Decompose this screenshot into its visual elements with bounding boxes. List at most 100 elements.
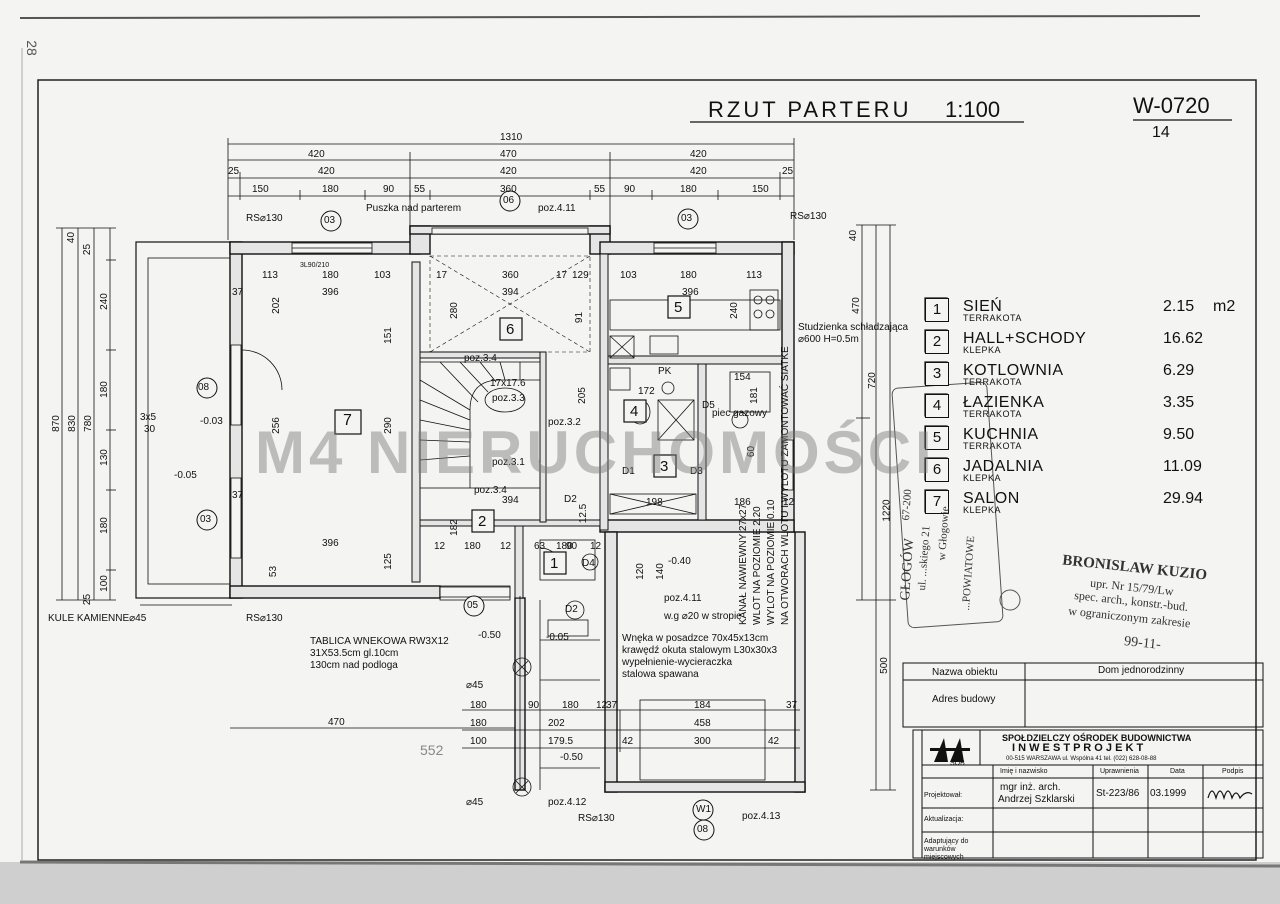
door-mark: D1 bbox=[622, 466, 635, 477]
dim-label: 42 bbox=[768, 736, 780, 747]
dim-label: 25 bbox=[82, 593, 94, 606]
drawing-scale: 1:100 bbox=[945, 97, 1001, 122]
room-row: 1 SIEŃ TERRAKOTA 2.15 m2 bbox=[925, 298, 1245, 330]
dim-label: 90 bbox=[383, 184, 395, 195]
room-material: TERRAKOTA bbox=[963, 377, 1022, 387]
row-adapt: Adaptujący do warunków miejscowych bbox=[924, 838, 969, 861]
dim-label: 53 bbox=[268, 565, 280, 578]
col-header-sign: Podpis bbox=[1222, 768, 1244, 775]
room-area: 2.15 bbox=[1163, 298, 1195, 315]
col-header-date: Data bbox=[1170, 768, 1185, 775]
dim-label: 394 bbox=[502, 495, 519, 506]
annotation: poz.3.3 bbox=[492, 393, 525, 404]
dim-label: 113 bbox=[262, 270, 278, 281]
dim-label: 25 bbox=[782, 166, 794, 177]
drawing-number: W-0720 bbox=[1133, 93, 1210, 118]
annotation: 552 bbox=[420, 742, 444, 758]
dim-label: 120 bbox=[634, 563, 646, 580]
dim-label: 55 bbox=[414, 184, 426, 195]
dim-label: 179.5 bbox=[548, 736, 574, 747]
dim-label: 180 bbox=[322, 184, 339, 195]
dim-label: 470 bbox=[850, 297, 862, 314]
door-mark: D5 bbox=[702, 400, 715, 411]
room-row: 2 HALL+SCHODY KLEPKA 16.62 bbox=[925, 330, 1245, 362]
dim-label: 180 bbox=[562, 700, 579, 711]
room-area: 11.09 bbox=[1163, 458, 1202, 475]
room-area: 16.62 bbox=[1163, 330, 1204, 347]
room-no: 3 bbox=[925, 362, 949, 386]
row-update: Aktualizacja: bbox=[924, 816, 964, 823]
sob-logo bbox=[930, 738, 970, 762]
door-mark: D3 bbox=[690, 466, 703, 477]
office-stamp-text: 67-200 bbox=[900, 488, 915, 521]
dim-label: 396 bbox=[322, 538, 339, 549]
room-row: 3 KOTLOWNIA TERRAKOTA 6.29 bbox=[925, 362, 1245, 394]
dim-label: 42 bbox=[622, 736, 634, 747]
dim-label: 420 bbox=[500, 166, 517, 177]
dim-label: 17 bbox=[556, 270, 568, 281]
room-schedule: 1 SIEŃ TERRAKOTA 2.15 m2 2 HALL+SCHODY K… bbox=[925, 298, 1245, 522]
dim-label: 500 bbox=[878, 657, 890, 674]
exterior-walls bbox=[229, 225, 806, 793]
annotation: 30 bbox=[144, 424, 156, 435]
axis-label: 08 bbox=[198, 382, 210, 393]
dim-label: 129 bbox=[572, 270, 589, 281]
dim-label: 90 bbox=[528, 700, 540, 711]
annotation: poz.4.12 bbox=[548, 797, 587, 808]
room-no: 4 bbox=[925, 394, 949, 418]
room-number-boxes bbox=[334, 295, 691, 575]
room-number-6: 6 bbox=[506, 321, 515, 338]
room-material: KLEPKA bbox=[963, 345, 1002, 355]
dim-label: 300 bbox=[694, 736, 711, 747]
dim-label: 40 bbox=[66, 231, 78, 244]
level-mark: -0.05 bbox=[174, 470, 197, 481]
designer-title: mgr inż. arch. bbox=[1000, 782, 1061, 793]
designer-name: Andrzej Szklarski bbox=[998, 794, 1075, 805]
room-row: 6 JADALNIA KLEPKA 11.09 bbox=[925, 458, 1245, 490]
right-dimension-lines bbox=[856, 224, 896, 791]
dim-label: 420 bbox=[308, 149, 325, 160]
drawing-title: RZUT PARTERU bbox=[708, 97, 912, 122]
dim-label: 180 bbox=[464, 541, 481, 552]
dim-label: 830 bbox=[66, 415, 78, 432]
dim-label: 180 bbox=[680, 270, 697, 281]
annotation: RS⌀130 bbox=[790, 211, 827, 222]
dim-label: 780 bbox=[82, 415, 94, 432]
dim-label: 180 bbox=[470, 700, 487, 711]
company-name: SPOŁDZIELCZY OŚRODEK BUDOWNICTWA bbox=[1002, 733, 1192, 743]
dim-label: 103 bbox=[620, 270, 637, 281]
room-material: TERRAKOTA bbox=[963, 409, 1022, 419]
dim-label: 100 bbox=[98, 575, 110, 592]
dim-label: 184 bbox=[694, 700, 711, 711]
sheet-number: 14 bbox=[1152, 124, 1170, 141]
annotation: 31X53.5cm gl.10cm bbox=[310, 648, 399, 659]
dim-label: 180 bbox=[98, 381, 110, 398]
address-label: Adres budowy bbox=[932, 694, 996, 705]
axis-label: W1 bbox=[696, 804, 711, 815]
room-no: 1 bbox=[925, 298, 949, 322]
col-header-perm: Uprawnienia bbox=[1100, 768, 1139, 775]
watermark: M4 NIERUCHOMOŚCI bbox=[255, 419, 936, 486]
room-number-2: 2 bbox=[478, 513, 487, 530]
annotation: Wnęka w posadzce 70x45x13cm bbox=[622, 633, 769, 644]
bathroom-fixtures bbox=[609, 367, 771, 515]
company-address: 00-515 WARSZAWA ul. Wspólna 41 tel. (022… bbox=[1006, 756, 1157, 762]
dim-label: 870 bbox=[50, 415, 62, 432]
room-row: 5 KUCHNIA TERRAKOTA 9.50 bbox=[925, 426, 1245, 458]
door-mark: D4 bbox=[582, 558, 595, 569]
dim-label: 90 bbox=[624, 184, 636, 195]
dim-label: 202 bbox=[548, 718, 565, 729]
dim-label: 150 bbox=[252, 184, 269, 195]
annotation: 17x17.6 bbox=[490, 378, 526, 389]
margin-number: 28 bbox=[23, 40, 40, 56]
dim-label: 140 bbox=[654, 563, 666, 580]
annotation: KANAŁ NAWIEWNY 27x27 bbox=[738, 503, 749, 625]
dim-label: 55 bbox=[594, 184, 606, 195]
room-material: TERRAKOTA bbox=[963, 441, 1022, 451]
dim-label: 103 bbox=[374, 270, 391, 281]
room-no: 5 bbox=[925, 426, 949, 450]
room-area-unit: m2 bbox=[1213, 298, 1236, 315]
annotation: poz.3.4 bbox=[464, 353, 497, 364]
design-date: 03.1999 bbox=[1150, 788, 1187, 799]
